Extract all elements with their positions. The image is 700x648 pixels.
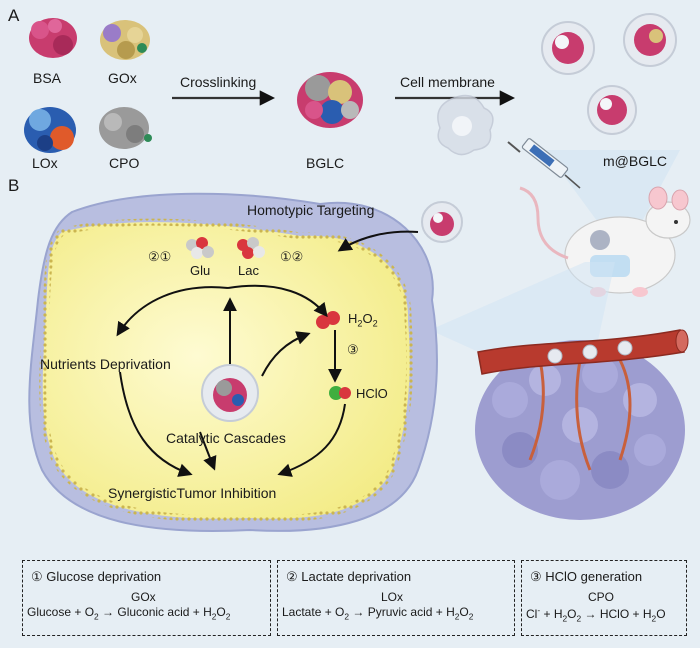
- lactate-deprivation-box: ② Lactate deprivation LOx Lactate + O2 →…: [277, 560, 515, 636]
- targeting-arrow: [337, 230, 419, 252]
- membrane-vesicle: [437, 94, 494, 156]
- glucose-molecule: [186, 237, 214, 259]
- hclo-molecule: [329, 386, 351, 400]
- hclo-generation-box: ③ HClO generation CPO Cl- + H2O2 → HClO …: [521, 560, 687, 636]
- bglc-cluster: [297, 72, 363, 128]
- h2o2-molecule: [316, 311, 340, 329]
- lac-label: Lac: [238, 263, 259, 278]
- mbglc-particles: [541, 13, 677, 135]
- glucose-deprivation-box: ① Glucose deprivation GOx Glucose + O2 →…: [22, 560, 271, 636]
- targeting-particle: [421, 201, 463, 243]
- syringe: [507, 138, 581, 189]
- mbglc-label: m@BGLC: [603, 153, 667, 169]
- glucose-equation: Glucose + O2 → Gluconic acid + H2O2: [27, 605, 231, 622]
- glucose-deprivation-title: ① Glucose deprivation: [31, 569, 162, 584]
- h2o2-label: H2O2: [348, 311, 378, 329]
- homotypic-targeting-label: Homotypic Targeting: [247, 202, 375, 218]
- cell-membrane-label: Cell membrane: [400, 74, 495, 90]
- nutrients-deprivation-label: Nutrients Deprivation: [40, 356, 171, 372]
- pathway-arrows: [116, 284, 346, 477]
- cpo-protein: [99, 107, 152, 149]
- bsa-protein: [29, 18, 77, 58]
- lox-enzyme-label: LOx: [381, 590, 404, 604]
- tumor-mass: [475, 340, 685, 520]
- hclo-label: HClO: [356, 386, 388, 401]
- catalytic-cascades-label: Catalytic Cascades: [166, 430, 286, 446]
- blood-vessel: [477, 329, 689, 375]
- lactate-equation: Lactate + O2 → Pyruvic acid + H2O2: [282, 605, 474, 622]
- spotlight-cone: [545, 150, 680, 225]
- lox-label: LOx: [32, 155, 58, 171]
- gox-enzyme-label: GOx: [131, 590, 156, 604]
- step3-label: ③: [347, 342, 359, 357]
- lox-protein: [24, 107, 76, 153]
- cpo-enzyme-label: CPO: [588, 590, 615, 604]
- panel-b-letter: B: [8, 176, 20, 195]
- lac-steps-label: ①②: [280, 249, 304, 264]
- panel-a-letter: A: [8, 6, 20, 25]
- cascade-particle: [201, 364, 259, 422]
- crosslinking-label: Crosslinking: [180, 74, 257, 90]
- cpo-label: CPO: [109, 155, 140, 171]
- bsa-label: BSA: [33, 70, 62, 86]
- hclo-generation-title: ③ HClO generation: [530, 569, 643, 584]
- bglc-label: BGLC: [306, 155, 345, 171]
- gox-protein: [100, 20, 150, 60]
- lactate-molecule: [237, 237, 265, 259]
- gox-label: GOx: [108, 70, 137, 86]
- glu-label: Glu: [190, 263, 211, 278]
- glu-steps-label: ②①: [148, 249, 172, 264]
- lactate-deprivation-title: ② Lactate deprivation: [286, 569, 412, 584]
- hclo-equation: Cl- + H2O2 → HClO + H2O: [526, 605, 666, 624]
- synergistic-tumor-inhibition-label: SynergisticTumor Inhibition: [108, 485, 277, 501]
